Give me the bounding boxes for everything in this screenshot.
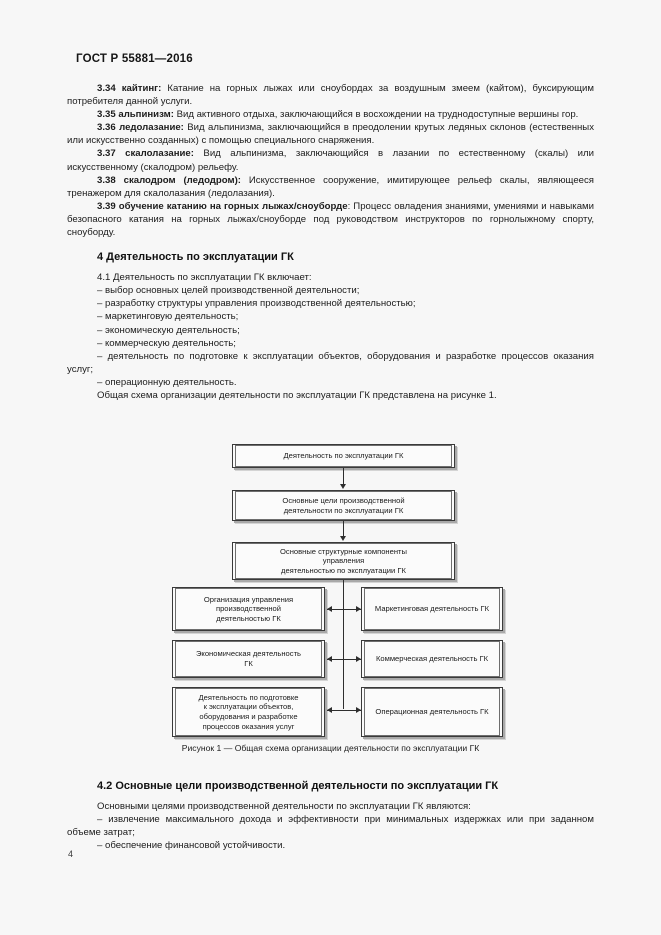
definition-3-38: 3.38 скалодром (ледодром): Искусственное… [67, 174, 594, 200]
flow-box-components-label: Основные структурные компоненты управлен… [280, 546, 407, 575]
definition-text: Вид активного отдыха, заключающийся в во… [173, 109, 579, 121]
definition-number: 3.34 [97, 83, 116, 94]
definition-3-39: 3.39 обучение катанию на горных лыжах/сн… [67, 200, 594, 239]
list-item-text: – извлечение максимального дохода и эффе… [67, 814, 594, 839]
definitions-body: 3.34 кайтинг: Катание на горных лыжах ил… [67, 82, 594, 402]
figure-1-flowchart: Деятельность по эксплуатации ГК Основные… [0, 440, 661, 755]
flow-box-left-2-label: Экономическая деятельность ГК [195, 649, 302, 668]
list-item: – деятельность по подготовке к эксплуата… [67, 350, 594, 376]
definition-term: ледолазание: [119, 122, 184, 134]
list-item: – выбор основных целей производственной … [67, 284, 594, 297]
list-item-text: – разработку структуры управления произв… [97, 298, 416, 310]
clause-number: 4.1 [97, 272, 111, 284]
list-item-text: – экономическую деятельность; [97, 324, 240, 336]
arrow-right-icon [356, 707, 361, 713]
arrow-left-icon [327, 707, 332, 713]
definition-text: Катание на горных лыжах или сноубордах з… [67, 83, 594, 108]
list-item-text: – деятельность по подготовке к эксплуата… [67, 350, 594, 375]
flow-box-right-2-label: Коммерческая деятельность ГК [375, 654, 489, 664]
definition-3-35: 3.35 альпинизм: Вид активного отдыха, за… [67, 108, 594, 121]
closing-text: Общая схема организации деятельности по … [97, 389, 497, 401]
flow-box-top-label: Деятельность по эксплуатации ГК [283, 451, 404, 461]
definition-3-37: 3.37 скалолазание: Вид альпинизма, заклю… [67, 147, 594, 173]
definition-3-34: 3.34 кайтинг: Катание на горных лыжах ил… [67, 82, 594, 108]
connector-top-to-goals [343, 468, 344, 485]
list-item-text: – операционную деятельность. [97, 376, 237, 388]
definition-text: Искусственное сооружение, имитирующее ре… [67, 174, 594, 199]
definition-term: альпинизм: [118, 109, 174, 121]
list-item-text: – выбор основных целей производственной … [97, 285, 360, 297]
section-4-1-intro: 4.1 Деятельность по эксплуатации ГК вклю… [67, 271, 594, 284]
arrow-down-icon [340, 536, 346, 541]
definition-number: 3.38 [97, 174, 116, 186]
page-number: 4 [68, 849, 74, 859]
definition-3-36: 3.36 ледолазание: Вид альпинизма, заключ… [67, 121, 594, 147]
flow-box-left-3-label: Деятельность по подготовке к эксплуатаци… [198, 692, 299, 731]
list-item: – разработку структуры управления произв… [67, 297, 594, 310]
flow-box-left-3: Деятельность по подготовке к эксплуатаци… [172, 687, 325, 737]
clause-text: Деятельность по эксплуатации ГК включает… [110, 272, 312, 284]
flow-box-right-1-label: Маркетинговая деятельность ГК [374, 604, 490, 614]
list-item-text: – маркетинговую деятельность; [97, 311, 239, 323]
list-item: – маркетинговую деятельность; [67, 310, 594, 323]
definition-term: обучение катанию на горных лыжах/сноубор… [118, 200, 348, 212]
list-item: – операционную деятельность. [67, 376, 594, 389]
definition-term: скалолазание: [125, 148, 194, 160]
flow-box-left-1: Организация управления производственной … [172, 587, 325, 631]
list-item: – экономическую деятельность; [67, 324, 594, 337]
flow-box-top: Деятельность по эксплуатации ГК [232, 444, 455, 468]
connector-row-2 [327, 659, 361, 660]
arrow-right-icon [356, 656, 361, 662]
list-item: – коммерческую деятельность; [67, 337, 594, 350]
flow-trunk-line [343, 580, 344, 709]
definition-text: : Процесс овладения знаниями, умениями и… [67, 200, 594, 239]
arrow-left-icon [327, 606, 332, 612]
definition-number: 3.36 [97, 122, 116, 134]
section-4-2-heading: 4.2 Основные цели производственной деяте… [97, 780, 499, 792]
connector-row-3 [327, 710, 361, 711]
arrow-down-icon [340, 484, 346, 489]
definition-term: скалодром (ледодром): [123, 174, 241, 186]
section-4-heading: 4 Деятельность по эксплуатации ГК [97, 251, 294, 264]
list-item-text: – коммерческую деятельность; [97, 337, 236, 349]
list-item: – обеспечение финансовой устойчивости. [67, 839, 594, 852]
intro-text: Основными целями производственной деятел… [97, 801, 471, 812]
arrow-right-icon [356, 606, 361, 612]
definition-number: 3.37 [97, 148, 116, 160]
flow-box-left-2: Экономическая деятельность ГК [172, 640, 325, 678]
section-4-2-intro: Основными целями производственной деятел… [67, 800, 594, 813]
flow-box-goals: Основные цели производственной деятельно… [232, 490, 455, 521]
section-4-1-closing: Общая схема организации деятельности по … [67, 389, 594, 402]
section-4-2-body: 4.2 Основные цели производственной деяте… [67, 780, 594, 852]
figure-caption: Рисунок 1 — Общая схема организации деят… [181, 743, 480, 753]
standard-header: ГОСТ Р 55881—2016 [76, 53, 193, 65]
flow-box-right-2: Коммерческая деятельность ГК [361, 640, 503, 678]
definition-text: Вид альпинизма, заключающийся в лазании … [67, 148, 594, 173]
definition-text: Вид альпинизма, заключающийся в преодоле… [67, 122, 594, 147]
flow-box-left-1-label: Организация управления производственной … [203, 594, 294, 623]
flow-box-goals-label: Основные цели производственной деятельно… [282, 495, 405, 515]
connector-row-1 [327, 609, 361, 610]
definition-number: 3.39 [97, 200, 116, 212]
flow-box-right-1: Маркетинговая деятельность ГК [361, 587, 503, 631]
arrow-left-icon [327, 656, 332, 662]
list-item: – извлечение максимального дохода и эффе… [67, 813, 594, 839]
connector-goals-to-components [343, 521, 344, 537]
flow-box-right-3: Операционная деятельность ГК [361, 687, 503, 737]
list-item-text: – обеспечение финансовой устойчивости. [97, 840, 286, 852]
definition-term: кайтинг: [121, 83, 162, 94]
flow-box-components: Основные структурные компоненты управлен… [232, 542, 455, 580]
definition-number: 3.35 [97, 109, 116, 121]
flow-box-right-3-label: Операционная деятельность ГК [375, 707, 489, 717]
